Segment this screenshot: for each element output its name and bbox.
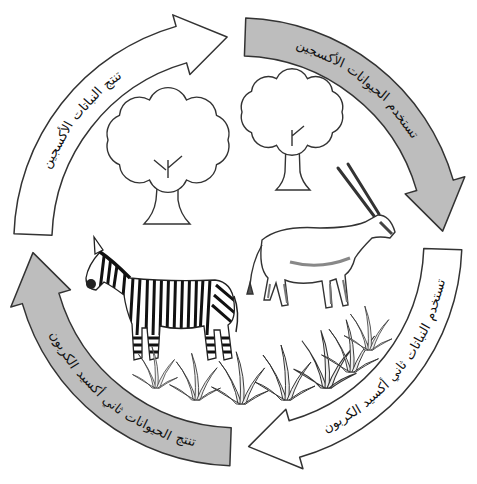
- arrow-text-word: تستخدم: [421, 277, 448, 322]
- zebra: [86, 237, 238, 360]
- arrow-band-shape: [0, 248, 235, 481]
- arrow-text-word: الكربون: [319, 401, 363, 436]
- arrow-text-word: النباتات: [68, 84, 106, 123]
- arrow-band-shape: [0, 3, 232, 239]
- arrow-band-outline: [244, 18, 464, 231]
- cycle-arrow-band: تستخدم النباتات ثاني أكسيد الكربون: [244, 245, 477, 481]
- arrow-text-word: أكسيد: [358, 377, 392, 410]
- arrow-text: تستخدم الحيوانات الأكسجين: [294, 37, 422, 142]
- arrow-band-outline: [11, 253, 231, 466]
- arrow-text-word: تنتج: [99, 68, 124, 93]
- arrow-text-word: أكسيد: [73, 366, 106, 400]
- arrow-text-word: تستخدم: [384, 98, 422, 141]
- arrow-text-word: ثاني: [100, 392, 127, 418]
- cycle-arrow-band: تستخدم الحيوانات الأكسجين: [241, 3, 477, 236]
- arrow-text: تستخدم النباتات ثاني أكسيد الكربون: [319, 277, 448, 436]
- tree: [107, 88, 229, 224]
- arrow-text-word: النباتات: [401, 320, 434, 362]
- arrow-text-word: الأكسجين: [294, 37, 347, 72]
- arrow-text-word: الأكسجين: [39, 118, 77, 170]
- cycle-arrow-band: تنتج الحيوانات ثاني أكسيد الكربون: [0, 248, 235, 481]
- arrow-band-outline: [249, 248, 462, 468]
- arrow-text-word: الحيوانات: [343, 61, 392, 105]
- tree: [241, 69, 343, 190]
- cycle-arrow-band: تنتج النباتات الأكسجين: [0, 3, 232, 239]
- arrow-text: تنتج الحيوانات ثاني أكسيد الكربون: [46, 328, 197, 450]
- arrow-text-word: تنتج: [174, 430, 197, 450]
- arrow-text-word: الكربون: [46, 328, 81, 372]
- arrow-band-shape: [241, 3, 477, 236]
- oryx: [247, 164, 395, 308]
- arrow-band-outline: [14, 15, 227, 235]
- arrow-text: تنتج النباتات الأكسجين: [39, 68, 125, 171]
- arrow-text-word: ثاني: [384, 357, 410, 384]
- arrow-text-word: الحيوانات: [122, 408, 174, 444]
